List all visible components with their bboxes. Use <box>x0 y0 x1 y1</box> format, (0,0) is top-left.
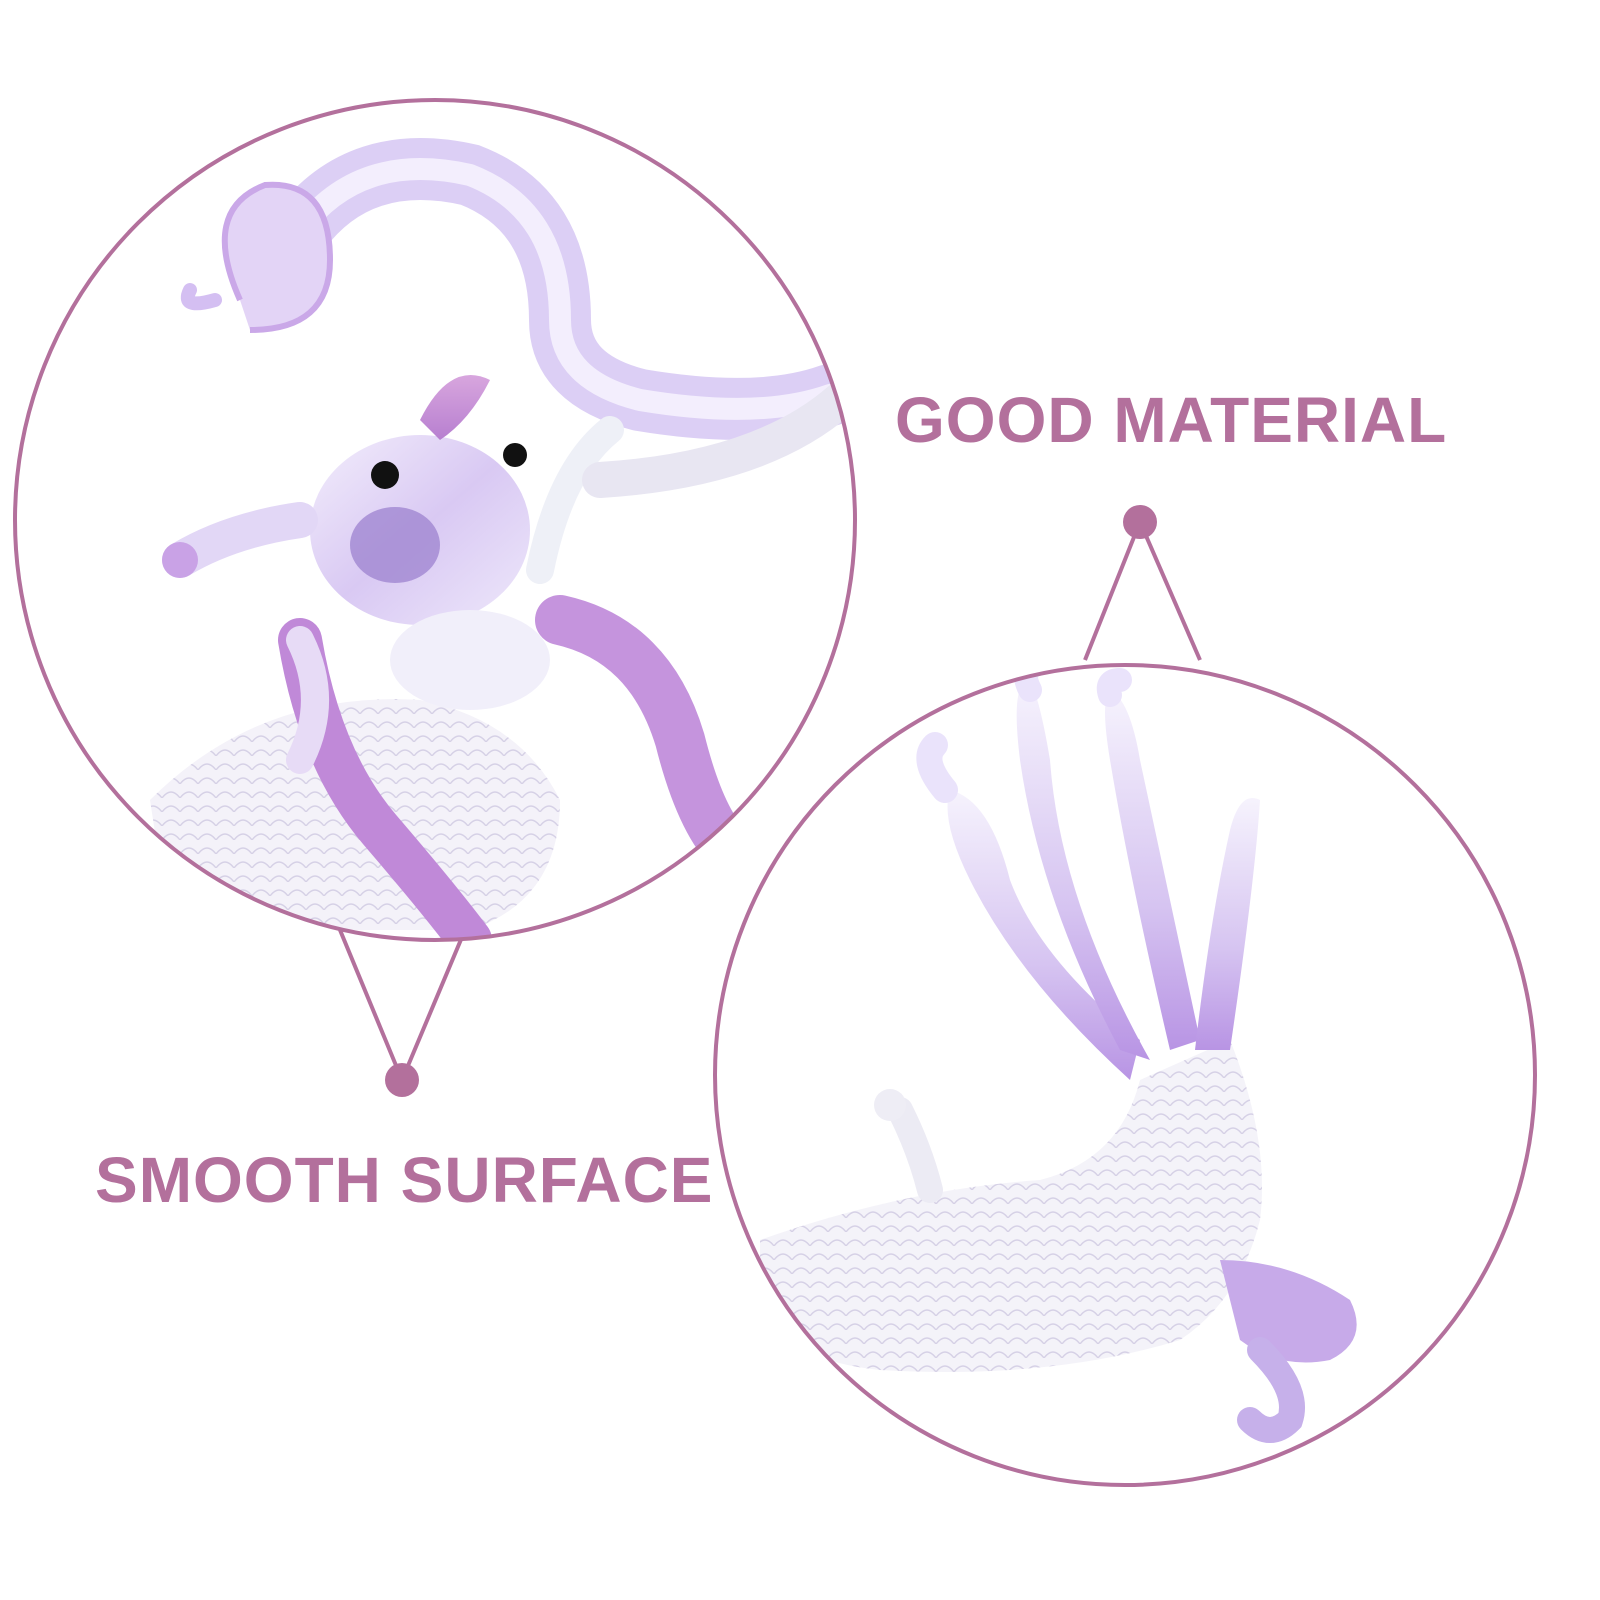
eye-icon <box>503 443 527 467</box>
pointer-dot-smooth-surface <box>385 1063 419 1097</box>
connector-smooth-surface <box>338 929 467 1097</box>
elephant-closeup-image <box>13 98 857 942</box>
connector-good-material <box>1083 505 1202 661</box>
mermaid-tail-closeup-image <box>713 663 1537 1487</box>
eye-icon <box>371 461 399 489</box>
pointer-dot-good-material <box>1123 505 1157 539</box>
good-material-label: GOOD MATERIAL <box>895 384 1448 456</box>
smooth-surface-label: SMOOTH SURFACE <box>95 1144 714 1216</box>
